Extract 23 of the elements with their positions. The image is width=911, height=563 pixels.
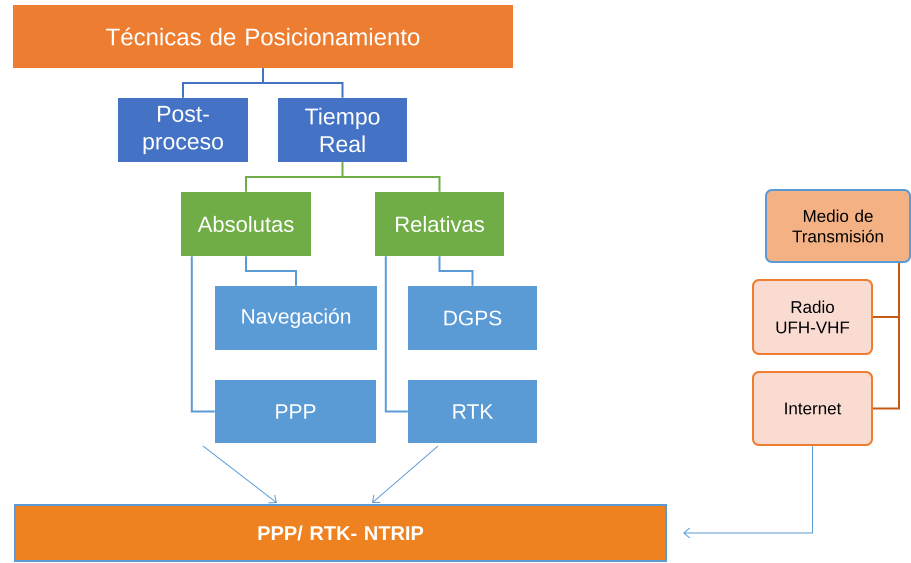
- method-box: RTK: [408, 380, 537, 443]
- medium-box: Internet: [752, 371, 873, 446]
- connector: [342, 162, 440, 192]
- connector: [384, 256, 408, 412]
- connector: [190, 256, 215, 412]
- category-box: Absolutas: [181, 192, 311, 256]
- connector: [683, 446, 813, 538]
- connector: [245, 256, 297, 286]
- medium-box: Radio UFH-VHF: [752, 279, 873, 355]
- connector: [372, 446, 438, 503]
- title-box: Técnicas de Posicionamiento: [13, 5, 513, 68]
- category-box: Tiempo Real: [278, 98, 407, 162]
- category-box: Relativas: [375, 192, 504, 256]
- method-box: PPP: [215, 380, 376, 443]
- connector: [262, 68, 344, 98]
- method-box: Navegación: [215, 286, 377, 350]
- connector: [873, 263, 900, 410]
- medium-box: Medio de Transmisión: [765, 189, 911, 263]
- method-box: DGPS: [408, 286, 537, 350]
- category-box: Post-proceso: [118, 98, 248, 162]
- connector: [438, 256, 474, 286]
- connector: [202, 446, 277, 504]
- result-box: PPP/ RTK- NTRIP: [14, 504, 667, 562]
